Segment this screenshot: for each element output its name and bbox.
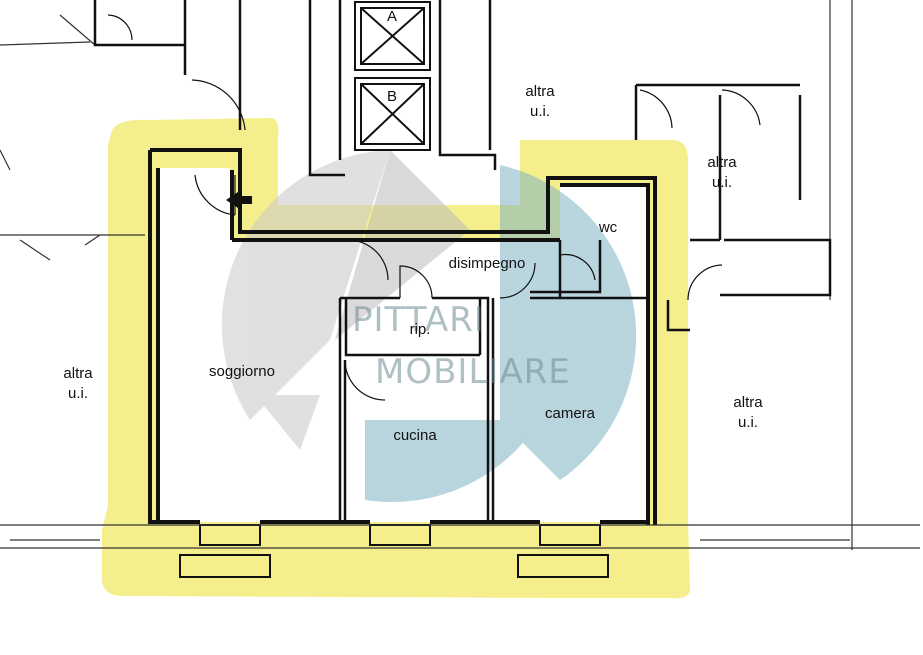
lift-b (354, 77, 431, 151)
neighbor-right-line2: u.i. (737, 414, 758, 431)
room-label-cucina: cucina (393, 427, 437, 444)
unit-walls (148, 148, 657, 525)
neighbor-label-left: altra u.i. (63, 364, 92, 404)
watermark-line2: MOBILIARE (375, 352, 571, 392)
lift-a (354, 1, 431, 71)
room-label-camera: camera (544, 405, 596, 422)
neighbor-right-line1: altra (733, 394, 763, 411)
lift-label-a: A (386, 8, 398, 25)
watermark-logo (221, 150, 637, 503)
room-label-rip: rip. (409, 321, 431, 338)
doors (107, 14, 761, 401)
facade-lines (0, 0, 920, 550)
neighbor-label-top-right: altra u.i. (707, 153, 736, 193)
room-label-soggiorno: soggiorno (209, 363, 275, 380)
entrance-arrow (226, 192, 252, 208)
neighbor-top-center-line2: u.i. (529, 103, 550, 120)
lift-label-b: B (386, 88, 398, 105)
room-label-disimpegno: disimpegno (448, 255, 526, 272)
neighbor-walls (93, 0, 832, 332)
neighbor-label-top-center: altra u.i. (525, 82, 554, 122)
room-label-wc: wc (598, 219, 618, 236)
interior-walls (338, 240, 648, 522)
neighbor-top-center-line1: altra (525, 83, 555, 100)
neighbor-left-line1: altra (63, 365, 93, 382)
neighbor-label-right: altra u.i. (733, 393, 762, 433)
neighbor-top-right-line1: altra (707, 154, 737, 171)
watermark-line1: PITTARI (352, 300, 485, 340)
neighbor-left-line2: u.i. (67, 385, 88, 402)
neighbor-top-right-line2: u.i. (711, 174, 732, 191)
